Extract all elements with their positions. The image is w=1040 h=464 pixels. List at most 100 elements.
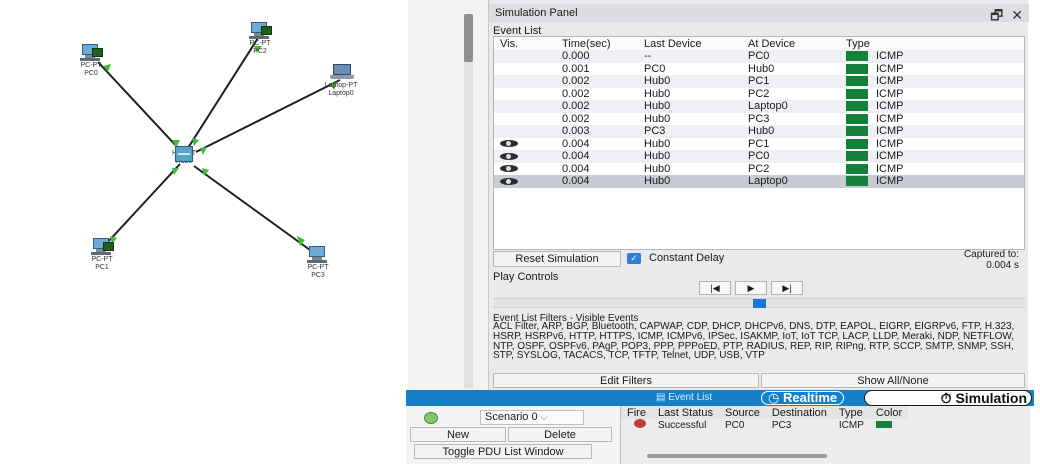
event-color-swatch <box>846 163 868 174</box>
eye-icon[interactable] <box>500 140 518 148</box>
vis-cell[interactable] <box>494 50 556 63</box>
event-last-device: -- <box>638 50 742 63</box>
back-button[interactable]: |◀ <box>699 281 731 295</box>
simulation-mode-button[interactable]: ⏱ Simulation <box>864 390 1032 406</box>
vis-cell[interactable] <box>494 75 556 88</box>
event-time: 0.004 <box>556 150 638 163</box>
column-header[interactable]: Source <box>719 406 766 419</box>
column-header[interactable]: Fire <box>621 406 652 419</box>
event-color-swatch <box>846 51 868 62</box>
horizontal-scrollbar[interactable] <box>647 454 827 458</box>
reset-simulation-button[interactable]: Reset Simulation <box>493 251 621 267</box>
play-speed-slider[interactable] <box>493 298 1025 308</box>
column-header[interactable]: Type <box>832 406 870 419</box>
slider-thumb[interactable] <box>753 299 766 308</box>
event-color-swatch <box>846 176 868 187</box>
pc-icon <box>91 238 114 256</box>
vertical-scrollbar[interactable] <box>464 14 473 388</box>
event-type-cell: ICMP <box>840 175 1024 188</box>
link-pc0-hub0 <box>97 61 181 151</box>
filters-title: Event List Filters - Visible Events <box>493 313 639 324</box>
link-pc1-hub0 <box>105 163 181 245</box>
new-scenario-button[interactable]: New <box>410 427 506 442</box>
vis-cell[interactable] <box>494 100 556 113</box>
link-laptop0-hub0 <box>195 79 341 153</box>
event-list-tab-label: Event List <box>668 392 713 403</box>
event-last-device: Hub0 <box>644 112 671 125</box>
visible-events-list: ACL Filter, ARP, BGP, Bluetooth, CAPWAP,… <box>493 321 1015 362</box>
event-time: 0.002 <box>556 75 638 88</box>
column-header[interactable]: Time(sec) <box>556 37 638 50</box>
vis-cell[interactable] <box>494 138 556 151</box>
device-pc1[interactable]: PC-PT PC1 <box>67 238 137 272</box>
laptop-icon <box>330 64 354 82</box>
event-type: ICMP <box>876 50 904 63</box>
play-controls: |◀ ▶ ▶| <box>699 281 807 295</box>
event-color-swatch <box>846 126 868 137</box>
fire-icon[interactable] <box>633 419 646 428</box>
device-hub0[interactable]: Hub-PT Hub0 <box>149 144 219 166</box>
vis-cell[interactable] <box>494 63 556 76</box>
restore-window-icon[interactable]: 🗗 <box>990 7 1004 23</box>
column-header[interactable]: At Device <box>742 37 840 50</box>
realtime-mode-button[interactable]: ◷ Realtime <box>761 391 845 405</box>
toggle-pdu-list-button[interactable]: Toggle PDU List Window <box>414 444 592 459</box>
column-header[interactable]: Color <box>869 406 909 419</box>
delete-scenario-button[interactable]: Delete <box>508 427 612 442</box>
vis-cell[interactable] <box>494 163 556 176</box>
vis-cell[interactable] <box>494 125 556 138</box>
column-header[interactable]: Vis. <box>494 37 556 50</box>
vis-cell[interactable] <box>494 113 556 126</box>
vis-cell[interactable] <box>494 150 556 163</box>
captured-value: 0.004 s <box>986 260 1019 271</box>
close-icon[interactable]: ✕ <box>1011 7 1023 23</box>
topology-workspace[interactable]: PC-PT PC0 PC-PT PC2 Laptop-PT Laptop0 Hu… <box>0 0 408 464</box>
column-header[interactable]: Type <box>840 37 1024 50</box>
pdu-row[interactable]: Successful PC0 PC3 ICMP <box>621 419 908 431</box>
play-button[interactable]: ▶ <box>735 281 767 295</box>
event-time: 0.002 <box>562 87 590 100</box>
event-list-toggle[interactable]: ▤ Event List <box>656 392 713 403</box>
scenario-info-icon[interactable] <box>424 412 438 424</box>
workspace-scroll-area <box>408 0 488 390</box>
column-header[interactable]: Last Status <box>651 406 719 419</box>
device-pc3[interactable]: PC-PT PC3 <box>283 246 353 280</box>
simulation-controls-row: Reset Simulation ✓ Constant Delay Captur… <box>493 249 1025 271</box>
mode-bar: ▤ Event List ◷ Realtime ⏱ Simulation <box>406 390 1034 406</box>
edit-filters-button[interactable]: Edit Filters <box>493 373 759 388</box>
show-all-none-button[interactable]: Show All/None <box>761 373 1025 388</box>
device-pc0[interactable]: PC-PT PC0 <box>56 44 126 78</box>
event-color-swatch <box>846 76 868 87</box>
eye-icon[interactable] <box>500 152 518 160</box>
scrollbar-thumb[interactable] <box>464 14 473 62</box>
column-header[interactable]: Last Device <box>638 37 742 50</box>
vis-cell[interactable] <box>494 88 556 101</box>
device-pc2[interactable]: PC-PT PC2 <box>225 22 295 56</box>
device-laptop0[interactable]: Laptop-PT Laptop0 <box>306 64 376 98</box>
event-color-swatch <box>846 88 868 99</box>
eye-icon[interactable] <box>500 177 518 185</box>
event-type: ICMP <box>876 125 904 138</box>
event-last-device: Hub0 <box>638 150 742 163</box>
column-header[interactable]: Destination <box>765 406 833 419</box>
hub-icon <box>173 144 195 162</box>
event-type-cell: ICMP <box>840 125 1024 138</box>
scenario-select[interactable]: Scenario 0 ⌵ <box>480 410 584 425</box>
vis-cell[interactable] <box>494 175 556 188</box>
stopwatch-icon: ⏱ <box>940 390 952 406</box>
forward-button[interactable]: ▶| <box>771 281 803 295</box>
constant-delay-checkbox[interactable]: ✓ <box>627 253 641 264</box>
event-at-device: PC1 <box>742 75 840 88</box>
eye-icon[interactable] <box>500 165 518 173</box>
